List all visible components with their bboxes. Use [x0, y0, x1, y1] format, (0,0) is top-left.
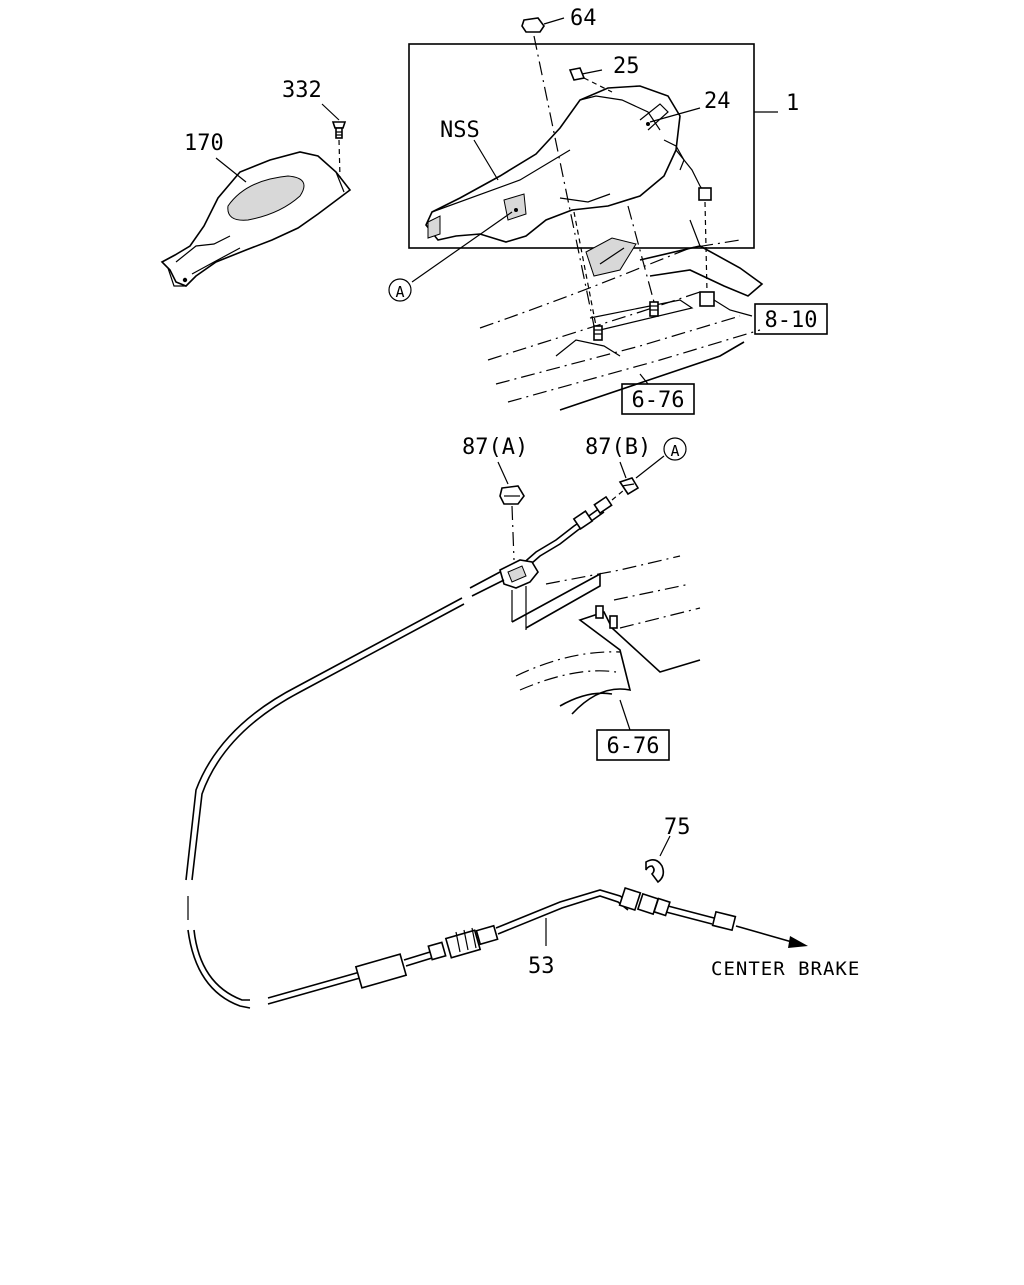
- leader-a-mid: [635, 455, 665, 479]
- callout-64: 64: [570, 6, 597, 31]
- callout-1: 1: [786, 91, 799, 116]
- ref-box-8-10: 8-10: [754, 303, 828, 335]
- leader-nss: [473, 139, 499, 181]
- callout-332: 332: [282, 78, 322, 103]
- callout-170: 170: [184, 131, 224, 156]
- svg-text:A: A: [670, 442, 679, 460]
- part-24-bracket: [646, 107, 701, 126]
- callout-24: 24: [704, 89, 731, 114]
- ref-box-6-76-top: 6-76: [621, 373, 695, 415]
- floor-panel-top: [479, 201, 764, 411]
- floor-panel-mid: [515, 555, 701, 731]
- part-170-console-cover: [160, 151, 352, 287]
- cable-bracket-clamp: [469, 559, 601, 630]
- leader-87a: [497, 461, 509, 485]
- callout-25: 25: [613, 54, 640, 79]
- leader-170: [215, 157, 247, 183]
- callout-75: 75: [664, 815, 691, 840]
- svg-text:A: A: [395, 283, 404, 301]
- center-brake-label: CENTER BRAKE: [711, 958, 860, 980]
- ref-8-10-label: 8-10: [765, 308, 818, 333]
- part-64-nut: [521, 17, 595, 327]
- ref-6-76-mid-label: 6-76: [607, 734, 660, 759]
- part-1-parking-brake-lever: [425, 85, 712, 243]
- circle-marker-a-top: A: [388, 278, 412, 302]
- part-87a-nut: [499, 485, 525, 561]
- part-25-bolt: [568, 67, 613, 93]
- ref-6-76-top-label: 6-76: [632, 388, 685, 413]
- callout-87a: 87(A): [462, 435, 528, 460]
- leader-87b: [619, 461, 627, 479]
- circle-marker-a-mid: A: [663, 437, 687, 461]
- cable-front-end: [519, 489, 625, 571]
- part-53-brake-cable: [185, 597, 808, 1009]
- callout-87b: 87(B): [585, 435, 651, 460]
- ref-box-6-76-mid: 6-76: [596, 729, 670, 761]
- leader-a-top: [411, 211, 513, 283]
- part-332-clip: [321, 103, 347, 179]
- callout-53: 53: [528, 954, 555, 979]
- callout-nss: NSS: [440, 118, 480, 143]
- part-87b-nut: [618, 477, 640, 496]
- part-75-e-clip: [645, 835, 671, 884]
